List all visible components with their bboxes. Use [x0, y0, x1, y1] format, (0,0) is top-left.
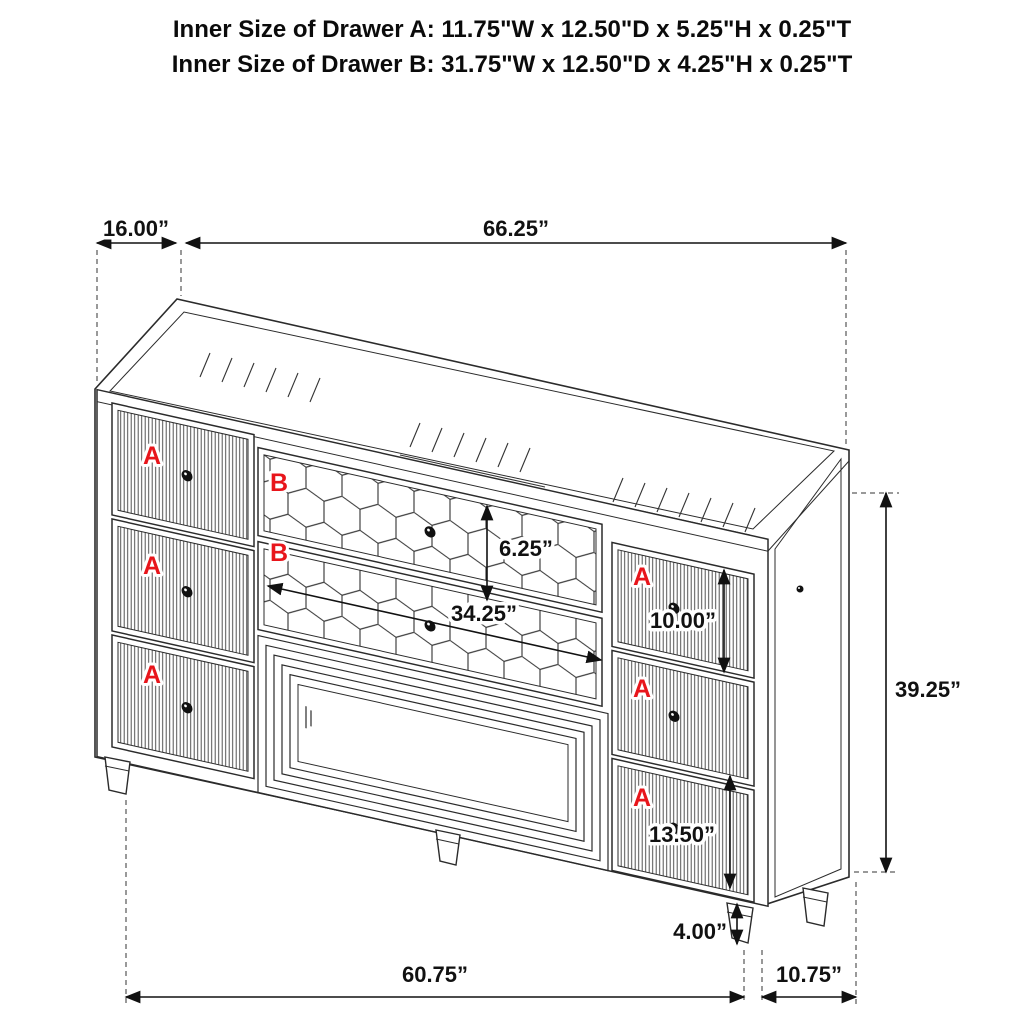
dim-width-top: 66.25” — [483, 216, 549, 241]
top-shine-marks-middle — [399, 422, 546, 488]
top-inner-border — [109, 311, 836, 530]
drawer-knob — [181, 470, 193, 482]
dim-leg-height: 4.00” — [673, 919, 727, 944]
label-drawer-a: A — [633, 675, 651, 703]
drawer-b-1 — [257, 446, 603, 614]
dim-right-top-drawer-height: 10.00” — [650, 608, 716, 633]
center-framed-panel — [257, 634, 609, 872]
drawer-a-left-3 — [111, 634, 255, 780]
drawer-knob — [668, 710, 680, 722]
panel-mirror-face — [297, 683, 569, 823]
label-drawer-b: B — [270, 539, 288, 567]
dimension-annotations: 16.00” 66.25” 6.25” 34.25” 10.00” 39.25”… — [95, 213, 965, 1004]
drawer-letter-labels: A A A B B A A A — [140, 439, 654, 815]
label-drawer-b: B — [270, 469, 288, 497]
drawer-a-right-3 — [611, 757, 755, 904]
dim-right-bottom-drawer-height: 13.50” — [649, 822, 715, 847]
leg-front-middle — [435, 829, 461, 866]
drawer-knob — [181, 586, 193, 598]
drawer-a-spec: Inner Size of Drawer A: 11.75"W x 12.50"… — [172, 16, 852, 43]
dim-drawer-b-width: 34.25” — [451, 601, 517, 626]
drawer-knob — [424, 526, 436, 538]
drawer-b-spec: Inner Size of Drawer B: 31.75"W x 12.50"… — [171, 51, 853, 78]
leg-front-left — [104, 756, 131, 795]
dim-overall-height: 39.25” — [895, 677, 961, 702]
dim-drawer-b-height: 6.25” — [499, 536, 553, 561]
drawer-knob — [668, 602, 680, 614]
dim-depth-top: 16.00” — [103, 216, 169, 241]
label-drawer-a: A — [633, 784, 651, 812]
dim-bottom-width: 60.75” — [402, 962, 468, 987]
label-drawer-a: A — [143, 552, 161, 580]
leg-back-right — [802, 887, 829, 927]
drawer-knob — [181, 702, 193, 714]
drawer-a-left-1 — [111, 402, 255, 548]
drawer-a-right-2 — [611, 649, 755, 788]
label-drawer-a: A — [633, 563, 651, 591]
dim-line-drawer-b-width — [266, 582, 603, 664]
title-block: Inner Size of Drawer A: 11.75"W x 12.50"… — [0, 12, 1024, 82]
top-shine-marks-left — [199, 352, 321, 403]
drawer-knob — [668, 822, 680, 834]
side-inner-border — [774, 457, 842, 898]
label-drawer-a: A — [143, 442, 161, 470]
top-side-lip — [767, 460, 850, 552]
cabinet-right-side — [774, 457, 842, 898]
drawer-a-left-2 — [111, 518, 255, 664]
side-keyhole-dot — [796, 585, 804, 593]
dim-bottom-depth: 10.75” — [776, 962, 842, 987]
label-drawer-a: A — [143, 661, 161, 689]
leg-front-right — [726, 902, 754, 944]
